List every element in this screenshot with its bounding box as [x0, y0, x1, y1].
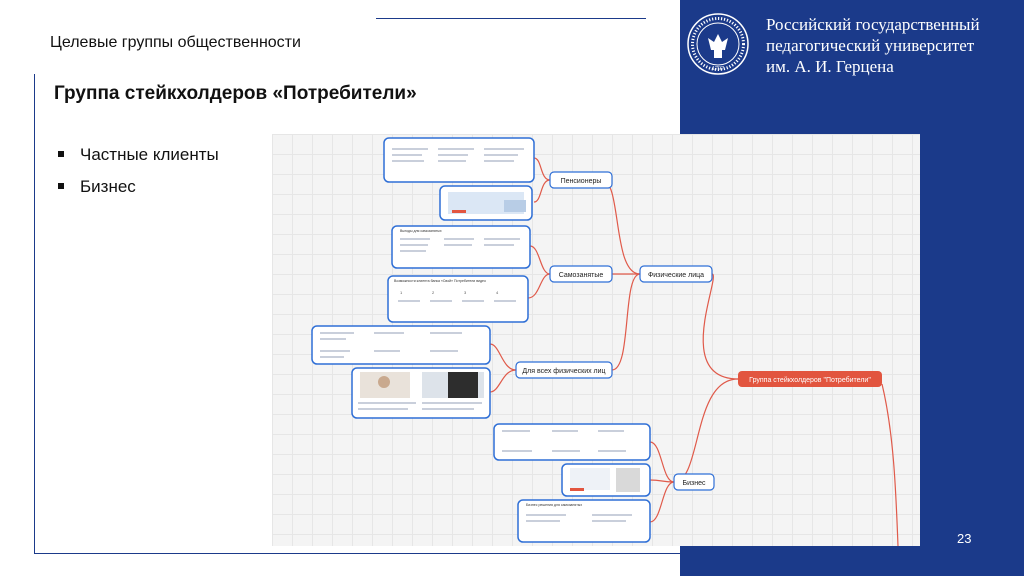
bullet-item: Бизнес — [58, 177, 136, 197]
step-number: 4 — [496, 290, 499, 295]
mindmap-subbranch-label: Пенсионеры — [561, 178, 602, 185]
mindmap-branch-node — [673, 473, 715, 491]
card-steps: 1 2 3 4 — [400, 290, 499, 295]
step-number: 3 — [464, 290, 467, 295]
mindmap-subbranch-node — [549, 265, 613, 283]
mindmap-card — [311, 325, 491, 365]
header-rule — [376, 18, 646, 19]
university-name-line: педагогический университет — [766, 36, 975, 55]
university-name-line: Российский государственный — [766, 15, 980, 34]
mindmap-card — [517, 499, 651, 543]
section-title: Целевые группы общественности — [50, 34, 301, 51]
card-heading: Выгоды для самозанятых — [400, 229, 442, 233]
card-photo-person — [378, 376, 390, 388]
mindmap-connectors — [489, 157, 899, 546]
card-button — [452, 210, 466, 213]
mindmap-branch-label: Физические лица — [648, 272, 704, 279]
mindmap-card — [387, 275, 529, 323]
card-heading: Возможности клиента банка «Свой» Потреби… — [394, 279, 486, 283]
mindmap-root-node — [738, 371, 882, 387]
card-button — [570, 488, 584, 491]
bullet-text: Бизнес — [80, 177, 136, 196]
mindmap-subbranch-node — [515, 361, 613, 379]
step-number: 2 — [432, 290, 435, 295]
mindmap-branch-node — [639, 265, 713, 283]
mindmap-subbranch-label: Самозанятые — [559, 272, 604, 279]
card-content-lines — [320, 148, 632, 522]
bullet-marker — [58, 150, 64, 157]
step-number: 1 — [400, 290, 403, 295]
mindmap-card — [391, 225, 531, 269]
mindmap-root-label: Группа стейкхолдеров "Потребители" — [749, 376, 871, 384]
mindmap-subbranch-node — [549, 171, 613, 189]
card-banner-image — [570, 468, 610, 490]
bullet-text: Частные клиенты — [80, 145, 219, 164]
mindmap-image: Группа стейкхолдеров "Потребители" Физич… — [272, 134, 920, 546]
card-photo-device — [448, 372, 478, 398]
mindmap-card — [493, 423, 651, 461]
seal-year: 1797 — [712, 66, 724, 72]
university-seal-icon: 1797 — [687, 13, 749, 75]
card-banner-image — [616, 468, 640, 492]
university-name: Российский государственный педагогически… — [766, 14, 980, 77]
mindmap-branch-label: Бизнес — [683, 480, 706, 487]
university-name-line: им. А. И. Герцена — [766, 57, 894, 76]
mindmap-subbranch-label: Для всех физических лиц — [522, 368, 605, 375]
card-banner-image — [504, 200, 526, 212]
page-number: 23 — [957, 531, 972, 546]
bullet-marker — [58, 182, 64, 189]
mindmap-canvas: Группа стейкхолдеров "Потребители" Физич… — [311, 137, 899, 546]
bullet-item: Частные клиенты — [58, 145, 219, 165]
content-frame — [34, 74, 683, 554]
slide-title: Группа стейкхолдеров «Потребители» — [54, 83, 417, 104]
card-heading: Бизнес решения для самозанятых — [526, 503, 582, 507]
